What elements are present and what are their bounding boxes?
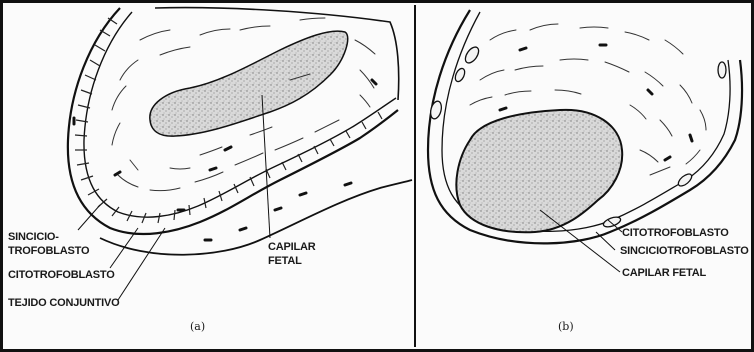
fetal-capillary-b	[456, 110, 622, 232]
panel-b: CITOTROFOBLASTO SINCICIOTROFOBLASTO CAPI…	[428, 10, 749, 333]
label-capilar-line1: CAPILAR	[268, 241, 316, 253]
label-citotrofoblasto-a: CITOTROFOBLASTO	[8, 269, 115, 281]
label-tejido-conjuntivo: TEJIDO CONJUNTIVO	[8, 297, 120, 309]
label-citotrofoblasto-b: CITOTROFOBLASTO	[622, 227, 729, 239]
caption-b: (b)	[558, 320, 574, 333]
label-sincicio-line2: TROFOBLASTO	[8, 245, 90, 257]
caption-a: (a)	[190, 320, 205, 333]
label-sinciciotrofoblasto-b: SINCICIOTROFOBLASTO	[620, 245, 749, 257]
label-capilar-line2: FETAL	[268, 255, 302, 267]
label-sincicio-line1: SINCICIO-	[8, 231, 59, 243]
label-capilar-fetal-b: CAPILAR FETAL	[622, 267, 706, 279]
fetal-capillary-a	[150, 31, 348, 136]
panel-a: SINCICIO- TROFOBLASTO CITOTROFOBLASTO TE…	[8, 8, 412, 333]
